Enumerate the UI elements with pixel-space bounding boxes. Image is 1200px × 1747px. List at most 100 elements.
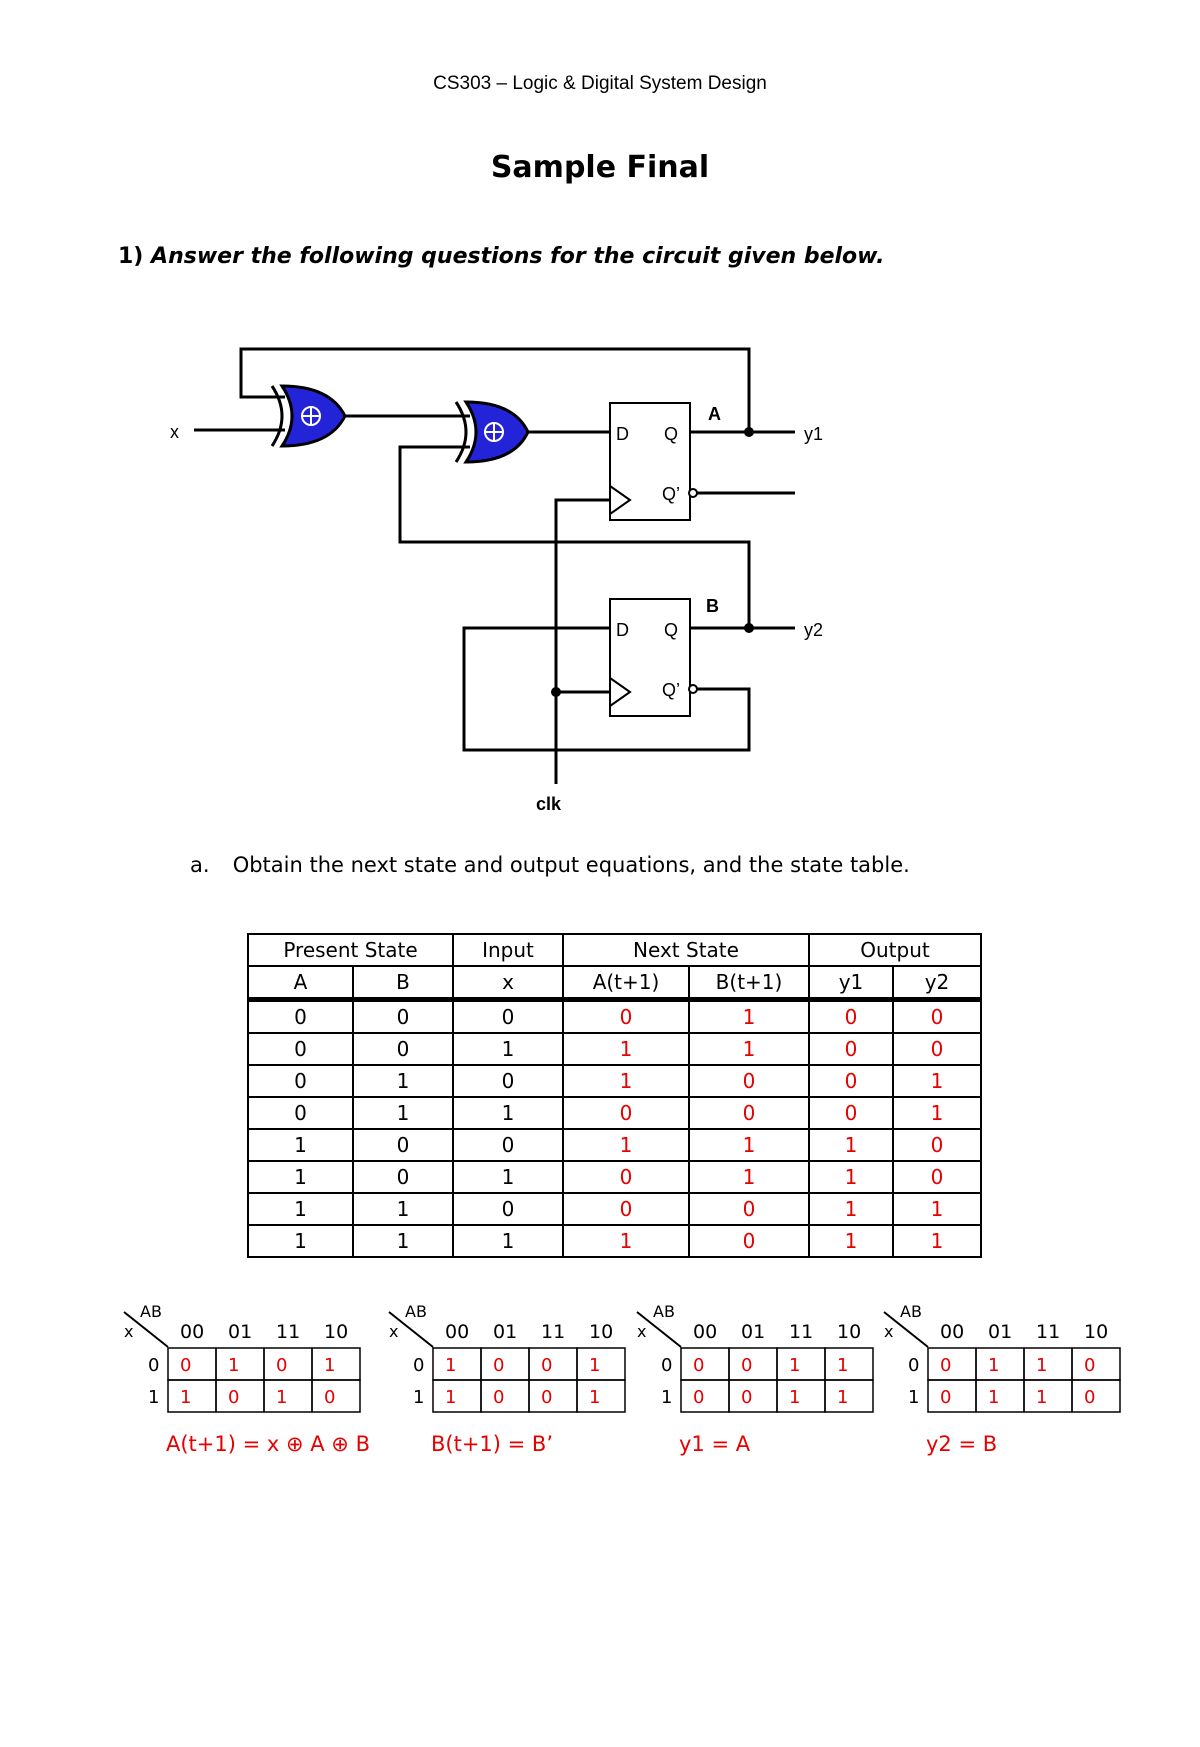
kmap-cell — [311, 1347, 361, 1381]
kmap-cell-value: 1 — [988, 1387, 999, 1408]
kmap-cell — [1023, 1379, 1073, 1413]
table-cell: 1 — [452, 1160, 564, 1194]
xor-gate-1 — [270, 384, 347, 448]
kmap-col-header: 00 — [445, 1321, 469, 1343]
table-cell: 1 — [808, 1128, 894, 1162]
table-cell: 1 — [892, 1224, 982, 1258]
col-a-next: A(t+1) — [562, 965, 690, 1002]
kmap-cell-value: 0 — [493, 1355, 504, 1376]
kmap-equation: A(t+1) = x ⊕ A ⊕ B — [166, 1432, 370, 1456]
label-y2: y2 — [804, 620, 823, 640]
kmap-row-header: 1 — [908, 1387, 919, 1408]
kmap-equation: B(t+1) = B’ — [431, 1432, 554, 1456]
kmap-cell-value: 1 — [988, 1355, 999, 1376]
kmap-cell — [975, 1347, 1025, 1381]
kmap-cell — [776, 1347, 826, 1381]
kmap-row-var: x — [884, 1322, 893, 1341]
kmap-row-var: x — [637, 1322, 646, 1341]
kmap-col-header: 00 — [693, 1321, 717, 1343]
table-cell: 1 — [352, 1064, 454, 1098]
kmap-cell — [432, 1379, 482, 1413]
wire-a-feedback — [239, 347, 751, 430]
kmap-cell — [480, 1347, 530, 1381]
table-cell: 1 — [352, 1096, 454, 1130]
table-cell: 0 — [808, 1064, 894, 1098]
question-1: 1) Answer the following questions for th… — [118, 244, 884, 269]
kmap-row-var: x — [124, 1322, 133, 1341]
kmap-cell — [1071, 1379, 1121, 1413]
kmap-row-header: 0 — [413, 1355, 424, 1376]
table-cell: 0 — [688, 1224, 810, 1258]
kmap-cell — [728, 1347, 778, 1381]
kmap-col-header: 11 — [789, 1321, 813, 1343]
table-cell: 1 — [892, 1096, 982, 1130]
kmap-cell-value: 0 — [940, 1387, 951, 1408]
col-a: A — [247, 965, 354, 1002]
part-a: a. Obtain the next state and output equa… — [190, 853, 910, 877]
col-x: x — [452, 965, 564, 1002]
state-table: Present State Input Next State Output A … — [247, 933, 982, 1258]
kmap-diagonal — [123, 1311, 169, 1348]
xor-gate-2 — [454, 400, 530, 464]
table-cell: 0 — [562, 1192, 690, 1226]
label-d-b: D — [616, 620, 629, 640]
label-qbar-b: Q’ — [662, 680, 680, 700]
label-clk: clk — [536, 794, 562, 814]
table-cell: 1 — [247, 1224, 354, 1258]
junction-b — [744, 623, 754, 633]
kmap-cell — [927, 1347, 977, 1381]
page-header: CS303 – Logic & Digital System Design — [433, 73, 767, 94]
kmap-col-var: AB — [405, 1302, 427, 1321]
kmap-row-header: 1 — [148, 1387, 159, 1408]
table-cell: 0 — [352, 1032, 454, 1066]
kmap-cell — [215, 1379, 265, 1413]
kmap-cell — [824, 1347, 874, 1381]
kmap-cell — [1023, 1347, 1073, 1381]
kmap-cell-value: 1 — [589, 1387, 600, 1408]
kmap-diagonal — [883, 1311, 929, 1348]
table-cell: 0 — [247, 998, 354, 1034]
table-cell: 1 — [562, 1128, 690, 1162]
kmap-cell-value: 1 — [276, 1387, 287, 1408]
kmap-cell — [728, 1379, 778, 1413]
kmap-cell-value: 1 — [1036, 1355, 1047, 1376]
header-present-state: Present State — [247, 933, 454, 967]
kmap-cell-value: 0 — [324, 1387, 335, 1408]
kmap-row-header: 0 — [148, 1355, 159, 1376]
part-a-text: Obtain the next state and output equatio… — [232, 853, 910, 877]
question-number: 1) — [118, 244, 144, 269]
table-cell: 0 — [352, 1128, 454, 1162]
flip-flop-b — [609, 598, 698, 717]
kmap-col-header: 00 — [180, 1321, 204, 1343]
table-cell: 0 — [808, 998, 894, 1034]
kmap-col-var: AB — [900, 1302, 922, 1321]
kmap-cell — [263, 1379, 313, 1413]
kmap-col-header: 11 — [276, 1321, 300, 1343]
table-cell: 0 — [892, 1160, 982, 1194]
table-cell: 1 — [892, 1192, 982, 1226]
kmap-cell-value: 1 — [1036, 1387, 1047, 1408]
table-cell: 1 — [688, 1128, 810, 1162]
table-cell: 0 — [247, 1064, 354, 1098]
kmap-cell-value: 1 — [324, 1355, 335, 1376]
kmap-cell-value: 0 — [228, 1387, 239, 1408]
kmap-col-header: 01 — [228, 1321, 252, 1343]
kmap-cell-value: 1 — [789, 1355, 800, 1376]
table-cell: 1 — [688, 998, 810, 1034]
kmap-cell-value: 0 — [1084, 1355, 1095, 1376]
kmap-cell — [167, 1347, 217, 1381]
junction-clk — [551, 687, 561, 697]
kmap-cell-value: 0 — [741, 1355, 752, 1376]
wire-b-qbar-loop — [462, 626, 751, 752]
kmap-row-var: x — [389, 1322, 398, 1341]
